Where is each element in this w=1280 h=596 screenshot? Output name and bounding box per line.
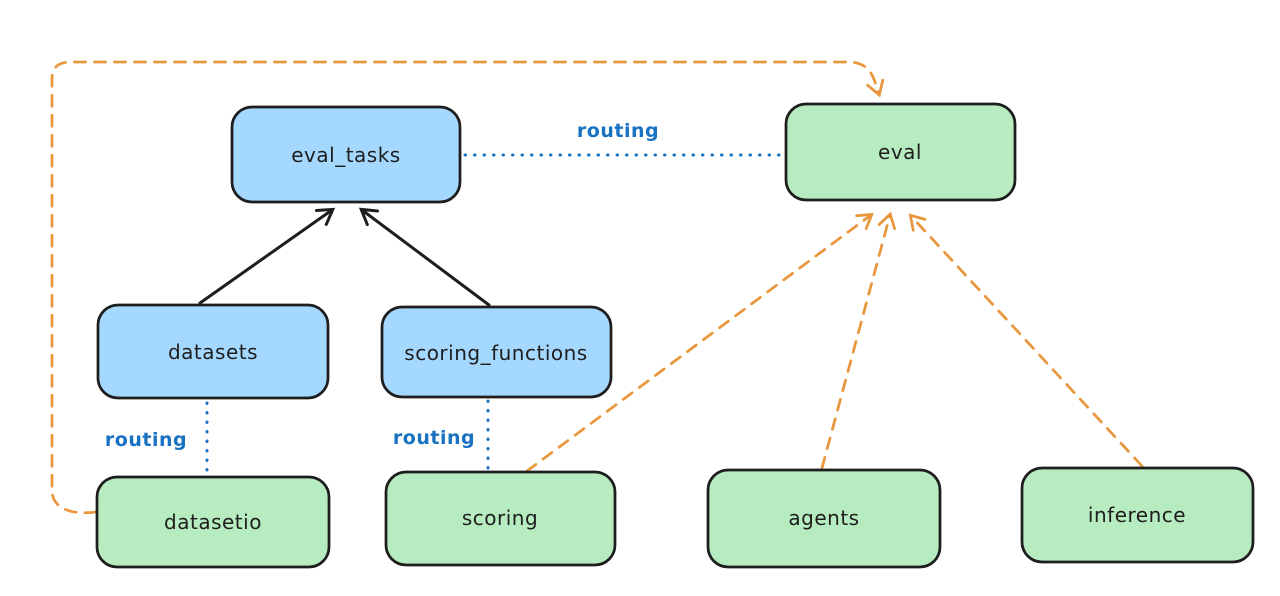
- node-inference-label: inference: [1088, 503, 1186, 527]
- node-scoring-functions-label: scoring_functions: [404, 341, 587, 365]
- edge-agents-to-eval[interactable]: [820, 211, 896, 470]
- edge-scoring-to-eval[interactable]: [525, 212, 874, 473]
- node-datasets-label: datasets: [168, 340, 258, 364]
- node-eval-label: eval: [878, 140, 922, 164]
- node-eval-tasks-label: eval_tasks: [291, 143, 400, 167]
- edge-inference-to-eval[interactable]: [908, 213, 1144, 468]
- node-scoring-label: scoring: [462, 506, 538, 530]
- node-inference[interactable]: inference: [1020, 466, 1255, 564]
- routing-label-top: routing: [577, 120, 659, 142]
- node-agents[interactable]: agents: [706, 468, 942, 569]
- node-eval-tasks[interactable]: eval_tasks: [230, 105, 462, 204]
- node-datasetio-label: datasetio: [164, 510, 262, 534]
- node-datasetio[interactable]: datasetio: [95, 475, 331, 569]
- routing-label-datasets-datasetio: routing: [105, 429, 187, 451]
- edge-scoring-functions-to-eval-tasks[interactable]: [358, 207, 491, 307]
- node-scoring[interactable]: scoring: [384, 470, 617, 567]
- edge-datasets-to-eval-tasks[interactable]: [198, 207, 336, 305]
- node-scoring-functions[interactable]: scoring_functions: [380, 305, 613, 399]
- edge-datasetio-to-eval[interactable]: [50, 60, 885, 515]
- node-eval[interactable]: eval: [784, 102, 1017, 202]
- routing-label-scoring-functions-scoring: routing: [393, 427, 475, 449]
- node-datasets[interactable]: datasets: [96, 303, 330, 400]
- node-agents-label: agents: [788, 506, 859, 530]
